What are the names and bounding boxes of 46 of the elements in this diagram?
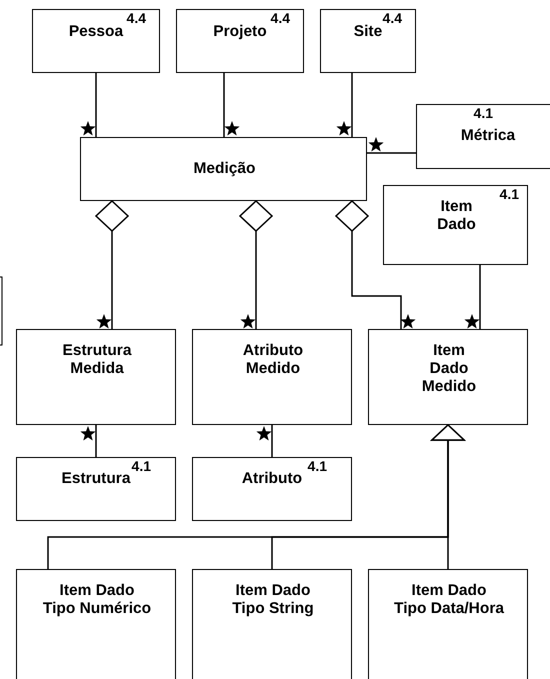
association-line	[464, 265, 481, 329]
class-name: Item Dado Tipo Data/Hora	[394, 582, 504, 618]
class-box	[16, 457, 176, 521]
association-line	[223, 73, 240, 137]
association-line	[256, 425, 273, 457]
section-number: 4.4	[270, 11, 290, 25]
class-box	[16, 569, 176, 679]
class-name: Estrutura	[60, 470, 132, 488]
class-name: Estrutura Medida	[62, 342, 133, 378]
class-box	[320, 9, 416, 73]
generalization-arrow	[431, 424, 465, 569]
section-number: 4.4	[126, 11, 146, 25]
association-line	[80, 73, 97, 137]
class-name: Atributo	[240, 470, 304, 488]
class-box	[192, 329, 352, 425]
class-name: Medição	[192, 160, 256, 178]
section-number: 4.4	[382, 11, 402, 25]
class-box	[80, 137, 367, 201]
class-box	[383, 185, 528, 265]
section-number: 4.1	[500, 187, 519, 201]
class-box	[368, 569, 528, 679]
class-box	[32, 9, 160, 73]
aggregation-line	[239, 200, 273, 329]
class-name: Item Dado Tipo Numérico	[42, 582, 152, 618]
class-name: Item Dado Medido	[420, 342, 478, 396]
association-line	[336, 73, 353, 137]
class-name: Pessoa	[68, 23, 124, 41]
association-line	[367, 137, 416, 154]
class-name: Item Dado	[436, 198, 477, 234]
class-box	[176, 9, 304, 73]
class-name: Site	[352, 23, 384, 41]
aggregation-line	[95, 200, 129, 329]
class-box	[368, 329, 528, 425]
class-box	[192, 457, 352, 521]
class-box	[192, 569, 352, 679]
section-number: 4.1	[308, 459, 327, 473]
class-name: Atributo Medido	[242, 342, 304, 378]
section-number: 4.1	[132, 459, 151, 473]
class-name: Métrica	[460, 127, 516, 145]
section-number: 4.1	[474, 106, 493, 120]
class-box	[16, 329, 176, 425]
class-name: Item Dado Tipo String	[231, 582, 315, 618]
class-box	[416, 104, 550, 169]
aggregation-line	[335, 200, 416, 329]
class-name: Projeto	[212, 23, 268, 41]
association-line	[80, 425, 97, 457]
